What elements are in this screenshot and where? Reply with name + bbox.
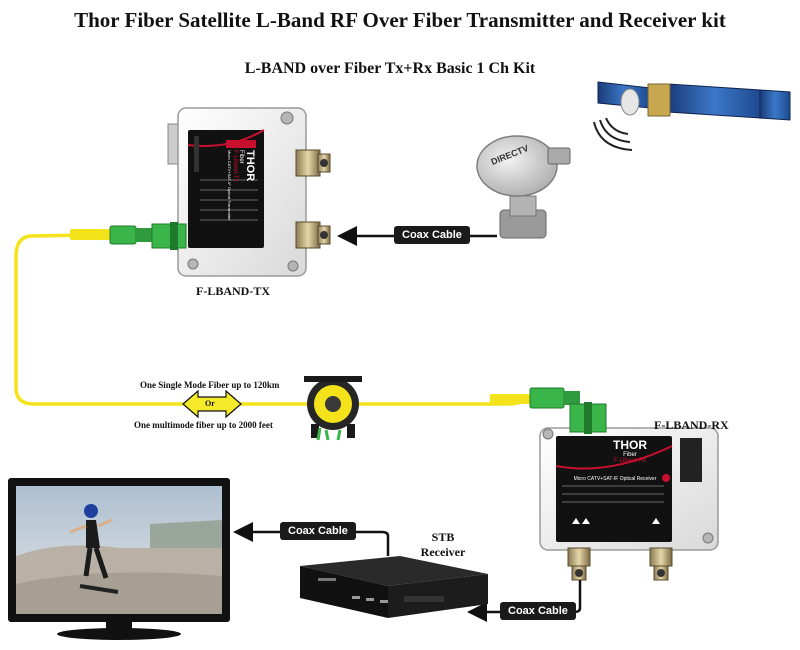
rx-unit: [539, 402, 719, 581]
satellite-dish-icon: [476, 135, 571, 239]
multimode-note: One multimode fiber up to 2000 feet: [134, 420, 273, 430]
coax-label-stb-to-tv: Coax Cable: [280, 522, 356, 540]
tx-unit: [151, 107, 331, 277]
satellite-icon: [593, 81, 791, 151]
tx-thor-logo: THOR: [244, 150, 256, 182]
coax-label-rx-to-stb: Coax Cable: [500, 602, 576, 620]
stb-receiver-icon: [300, 556, 488, 618]
fiber-reel-icon: [304, 376, 362, 441]
coax-line-stb-to-tv: [233, 522, 390, 556]
tx-brand-panel: THOR Fiber F-LBand-Tx Micro CATV+SAT-IF …: [227, 150, 256, 221]
television-icon: [8, 478, 230, 640]
coax-label-dish-to-tx: Coax Cable: [394, 226, 470, 244]
tx-model-text: F-LBand-Tx: [232, 150, 238, 182]
kit-subtitle: L-BAND over Fiber Tx+Rx Basic 1 Ch Kit: [244, 60, 536, 77]
rx-brand-panel: THOR Fiber F-LBand-Rx: [590, 438, 670, 464]
stb-label: STB Receiver: [408, 530, 478, 560]
rx-thor-logo: THOR: [613, 438, 647, 452]
tx-fiber-connector: [70, 225, 152, 245]
single-mode-note: One Single Mode Fiber up to 120km: [140, 380, 280, 390]
or-double-arrow: [182, 389, 242, 419]
rx-fiber-text: Fiber: [623, 452, 637, 458]
rx-label: F-LBAND-RX: [654, 418, 729, 432]
rx-desc-text: Micro CATV+SAT-IF Optical Receiver: [573, 476, 657, 482]
tx-label: F-LBAND-TX: [196, 284, 270, 298]
stb-label-line1: STB: [431, 530, 455, 544]
or-label: Or: [205, 399, 215, 408]
rx-model-text: F-LBand-Rx: [613, 458, 647, 464]
page-title: Thor Fiber Satellite L-Band RF Over Fibe…: [74, 8, 726, 32]
rx-fiber-connector: [490, 387, 580, 409]
stb-label-line2: Receiver: [420, 545, 466, 559]
tx-desc-text: Micro CATV+SAT-IF Optical Transmitter: [227, 150, 232, 221]
